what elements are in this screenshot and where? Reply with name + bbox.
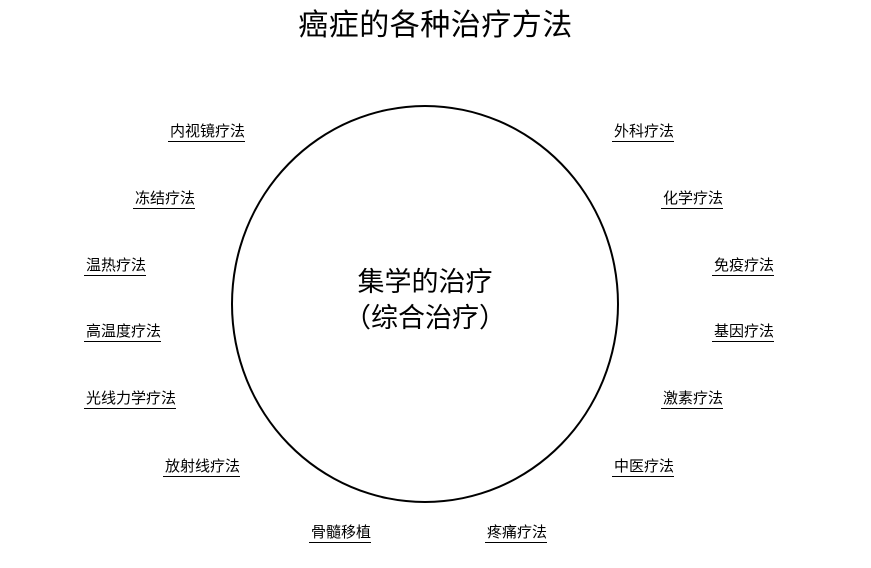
- diagram-title: 癌症的各种治疗方法: [298, 8, 573, 43]
- method-pain: 疼痛疗法: [485, 523, 548, 543]
- method-hormone: 激素疗法: [661, 389, 724, 409]
- method-endoscopic: 内视镜疗法: [168, 122, 246, 142]
- method-chemo: 化学疗法: [661, 189, 724, 209]
- method-immuno: 免疫疗法: [712, 256, 775, 276]
- method-tcm: 中医疗法: [612, 457, 675, 477]
- center-label: 集学的治疗 （综合治疗）: [231, 265, 619, 337]
- method-radiation: 放射线疗法: [163, 457, 241, 477]
- center-circle: [231, 105, 619, 503]
- method-thermal: 温热疗法: [84, 256, 147, 276]
- method-gene: 基因疗法: [712, 322, 775, 342]
- method-surgery: 外科疗法: [612, 122, 675, 142]
- method-cryo: 冻结疗法: [133, 189, 196, 209]
- method-photodynamic: 光线力学疗法: [84, 389, 177, 409]
- center-label-line2: （综合治疗）: [344, 303, 506, 334]
- method-bone-marrow: 骨髓移植: [309, 523, 372, 543]
- center-label-line1: 集学的治疗: [357, 267, 493, 298]
- method-hyperthermia: 高温度疗法: [84, 322, 162, 342]
